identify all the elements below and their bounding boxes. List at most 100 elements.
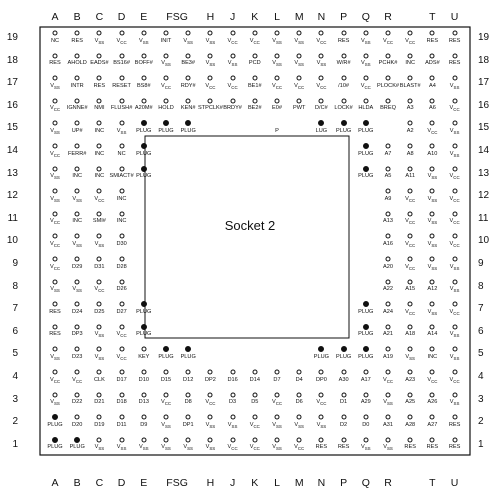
- pin-m17: [296, 75, 302, 81]
- column-label-top-t: T: [429, 11, 436, 23]
- row-label-right-7: 7: [478, 303, 484, 315]
- pin-label-u9: VSS: [449, 263, 460, 271]
- pin-e17: [141, 75, 147, 81]
- pin-label-u10: VCC: [449, 240, 460, 248]
- pin-l17: [274, 75, 280, 81]
- row-label-left-8: 8: [12, 280, 18, 292]
- pin-label-q6: PLUG: [358, 331, 374, 338]
- pin-label-a1: PLUG: [47, 444, 63, 451]
- pin-n15: [318, 120, 325, 127]
- pin-label-s11: VCC: [405, 218, 416, 226]
- pin-label-r2: A31: [383, 421, 393, 428]
- pin-label-f15: PLUG: [158, 127, 174, 134]
- pin-m1: [296, 437, 302, 443]
- pin-n2: [318, 414, 324, 420]
- pin-t7: [429, 301, 435, 307]
- pin-label-p18: W/R#: [336, 60, 351, 67]
- pin-q3: [363, 392, 369, 398]
- column-label-top-l: L: [274, 11, 280, 23]
- pin-label-g1: VSS: [183, 444, 193, 452]
- pin-e13: [140, 165, 147, 172]
- pin-n16: [318, 98, 324, 104]
- pin-c17: [96, 75, 102, 81]
- pin-label-q7: PLUG: [358, 308, 374, 315]
- pin-f17: [163, 75, 169, 81]
- column-label-bottom-b: B: [73, 477, 81, 489]
- pin-u11: [452, 211, 458, 217]
- pin-label-c17: RES: [93, 82, 106, 89]
- pin-b6: [74, 324, 80, 330]
- pin-label-j18: VSS: [227, 60, 238, 68]
- pin-label-e6: PLUG: [136, 331, 152, 338]
- pin-label-p3: D1: [340, 399, 348, 406]
- pin-label-u13: VCC: [449, 173, 460, 181]
- row-label-right-15: 15: [478, 122, 490, 134]
- pin-e3: [141, 392, 147, 398]
- pin-label-d10: D30: [116, 240, 127, 247]
- pin-label-l1: VSS: [272, 444, 282, 452]
- pin-j17: [230, 75, 236, 81]
- pin-label-g16: KEN#: [180, 105, 196, 112]
- pin-label-d6: VCC: [116, 331, 127, 339]
- row-label-right-10: 10: [478, 235, 490, 247]
- pin-p5: [340, 346, 347, 353]
- pin-a4: [52, 369, 58, 375]
- pin-u1: [452, 437, 458, 443]
- pin-label-c12: VCC: [94, 195, 105, 203]
- pin-label-n1: RES: [315, 444, 328, 451]
- column-label-bottom-u: U: [450, 477, 459, 489]
- pin-label-m4: D4: [295, 376, 303, 383]
- pin-label-d14: NC: [117, 150, 126, 157]
- pin-label-u4: VCC: [449, 376, 460, 384]
- pin-h4: [207, 369, 213, 375]
- pin-l4: [274, 369, 280, 375]
- pin-label-c10: VSS: [94, 240, 105, 248]
- pin-k19: [252, 30, 258, 36]
- pin-label-l4: D7: [273, 376, 281, 383]
- pin-label-f18: VSS: [161, 60, 171, 68]
- pin-s11: [407, 211, 413, 217]
- pin-t8: [429, 279, 435, 285]
- pin-d5: [119, 346, 125, 352]
- pin-label-d13: SMIACT#: [109, 173, 134, 180]
- pin-f2: [163, 414, 169, 420]
- pin-d11: [119, 211, 125, 217]
- pin-label-u6: VSS: [449, 331, 460, 339]
- pin-label-g4: D12: [183, 376, 194, 383]
- pin-b18: [74, 53, 80, 59]
- pin-d14: [119, 143, 125, 149]
- pin-label-r4: VCC: [382, 376, 394, 384]
- pin-label-d19: VCC: [116, 37, 127, 45]
- pin-label-b15: UP#: [71, 127, 83, 134]
- pin-label-q5: PLUG: [358, 353, 374, 360]
- pin-label-d1: VSS: [116, 444, 127, 452]
- pin-label-j16: BRDY#: [223, 105, 242, 112]
- pin-label-u14: VSS: [449, 150, 460, 158]
- pin-d16: [119, 98, 125, 104]
- pin-e16: [141, 98, 147, 104]
- row-label-left-1: 1: [12, 438, 18, 450]
- pin-label-s1: RES: [404, 444, 416, 451]
- pin-q1: [363, 437, 369, 443]
- pin-label-b12: VSS: [72, 195, 82, 203]
- column-label-top-h: H: [206, 11, 215, 23]
- pin-label-e5: KEY: [138, 353, 150, 360]
- pin-label-s6: A18: [405, 331, 416, 338]
- pin-label-h1: VSS: [205, 444, 216, 452]
- pin-g4: [185, 369, 191, 375]
- pin-label-t7: VSS: [427, 308, 438, 316]
- pin-r3: [385, 392, 391, 398]
- pin-u12: [452, 188, 458, 194]
- pin-label-b3: D22: [72, 399, 83, 406]
- pin-s10: [407, 233, 413, 239]
- row-label-right-2: 2: [478, 416, 484, 428]
- row-label-right-9: 9: [478, 258, 484, 269]
- package-border: [39, 26, 471, 456]
- pin-b4: [74, 369, 80, 375]
- pin-label-b5: D23: [72, 353, 83, 360]
- row-label-left-4: 4: [12, 371, 18, 382]
- pin-label-p19: RES: [337, 37, 350, 44]
- pin-g5: [185, 346, 192, 353]
- column-label-top-m: M: [294, 11, 304, 23]
- row-label-right-4: 4: [478, 371, 484, 382]
